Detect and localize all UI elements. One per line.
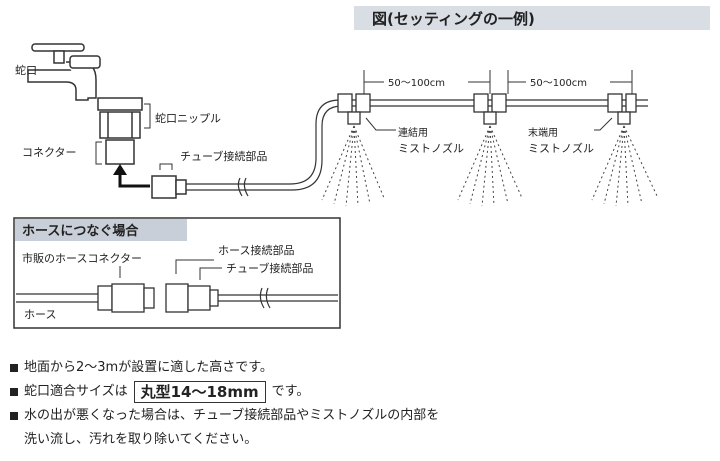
note-height: 地面から2～3mが設置に適した高さです。 [10,356,710,380]
connector-label: コネクター [22,146,77,159]
inset-tube-part-label: チューブ接続部品 [226,261,313,275]
inset-title: ホースにつなぐ場合 [22,223,139,239]
tube-part-icon [151,175,187,199]
inset-tube-part-icon [165,283,219,313]
note-cleaning-text-2: 洗い流し、汚れを取り除いてください。 [24,432,258,447]
end-nozzle-label-2: ミストノズル [528,141,594,155]
mid-nozzle-label-1: 連結用 [398,126,428,139]
bullet-icon [10,388,18,396]
mid-nozzle-label-2: ミストノズル [398,141,464,155]
note-faucet-size-suffix: です。 [271,384,310,399]
faucet-nipple-label: 蛇口ニップル [155,111,221,125]
bullet-icon [10,412,18,420]
bullet-icon [10,364,18,372]
hose-label: ホース [24,308,56,321]
span-label-2: 50～100cm [530,78,587,89]
diagram-title-bar [354,6,710,30]
arrow-icon [118,174,150,188]
hose-connector-icon [16,283,155,313]
connector-icon [97,97,143,165]
end-nozzle-label-1: 末端用 [528,126,558,139]
inset-tube-line [218,287,338,309]
note-cleaning-text-1: 水の出が悪くなった場合は、チューブ接続部品やミストノズルの内部を [24,408,440,423]
faucet-label: 蛇口 [15,63,37,77]
faucet-size-box: 丸型14～18mm [133,381,266,403]
mist-nozzle-icon [337,93,637,125]
diagram-title: 図(セッティングの一例) [372,10,535,28]
span-label-1: 50～100cm [388,78,445,89]
tube-line [186,99,648,191]
note-height-text: 地面から2～3mが設置に適した高さです。 [24,360,273,375]
note-faucet-size-prefix: 蛇口適合サイズは [24,384,128,399]
note-cleaning-cont: 洗い流し、汚れを取り除いてください。 [10,428,710,452]
hose-part-label: ホース接続部品 [218,243,294,257]
note-faucet-size: 蛇口適合サイズは 丸型14～18mm です。 [10,380,710,404]
tube-break [237,177,249,197]
mist-spray [321,125,659,207]
faucet-icon [27,43,101,101]
note-cleaning: 水の出が悪くなった場合は、チューブ接続部品やミストノズルの内部を [10,404,710,428]
tube-part-label: チューブ接続部品 [180,149,267,163]
notes: 地面から2～3mが設置に適した高さです。 蛇口適合サイズは 丸型14～18mm … [10,356,710,452]
market-connector-label: 市販のホースコネクター [22,251,142,265]
